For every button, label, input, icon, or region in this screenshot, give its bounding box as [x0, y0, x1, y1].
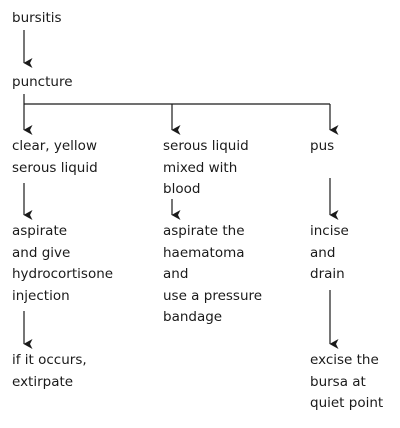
- node-text-line: mixed with: [163, 159, 238, 176]
- node-aspirate-haematoma: aspirate the haematoma and use a pressure ba…: [163, 221, 262, 329]
- node-text-line: if it occurs,: [12, 352, 87, 368]
- node-text-line: bursitis: [12, 10, 62, 26]
- node-text-line: aspirate: [12, 223, 68, 239]
- node-puncture: puncture: [12, 72, 73, 94]
- node-extirpate: if it occurs, extirpate: [12, 350, 87, 393]
- node-excise-bursa: excise the bursa at quiet point: [310, 350, 383, 415]
- node-pus: pus: [310, 136, 334, 158]
- node-text-line: aspirate the: [163, 223, 245, 239]
- node-text-line: quiet point: [310, 395, 384, 411]
- node-incise-drain: incise and drain: [310, 221, 349, 286]
- node-text-line: puncture: [12, 74, 73, 90]
- node-text-line: excise the: [310, 352, 379, 368]
- node-text-line: hydrocortisone: [12, 266, 114, 282]
- node-text-line: bursa at: [310, 373, 366, 390]
- node-text-line: and: [163, 266, 189, 282]
- node-text-line: clear, yellow: [12, 138, 97, 154]
- node-text-line: extirpate: [12, 373, 74, 390]
- node-text-line: use a pressure: [163, 287, 263, 304]
- node-aspirate-hydrocortisone: aspirate and give hydrocortisone injection: [12, 221, 113, 307]
- node-text-line: serous liquid: [12, 159, 98, 176]
- node-text-line: incise: [310, 223, 349, 239]
- node-text-line: haematoma: [163, 244, 245, 261]
- node-text-line: bandage: [163, 309, 223, 325]
- node-text-line: serous liquid: [163, 138, 249, 154]
- node-serous-liquid-with-blood: serous liquid mixed with blood: [163, 136, 249, 201]
- node-text-line: and give: [12, 244, 71, 261]
- node-text-line: drain: [310, 266, 345, 282]
- node-text-line: and: [310, 244, 336, 261]
- node-text-line: pus: [310, 138, 335, 154]
- node-text-line: injection: [12, 287, 70, 304]
- node-clear-yellow-serous-liquid: clear, yellow serous liquid: [12, 136, 98, 179]
- node-text-line: blood: [163, 181, 201, 197]
- node-bursitis: bursitis: [12, 8, 62, 30]
